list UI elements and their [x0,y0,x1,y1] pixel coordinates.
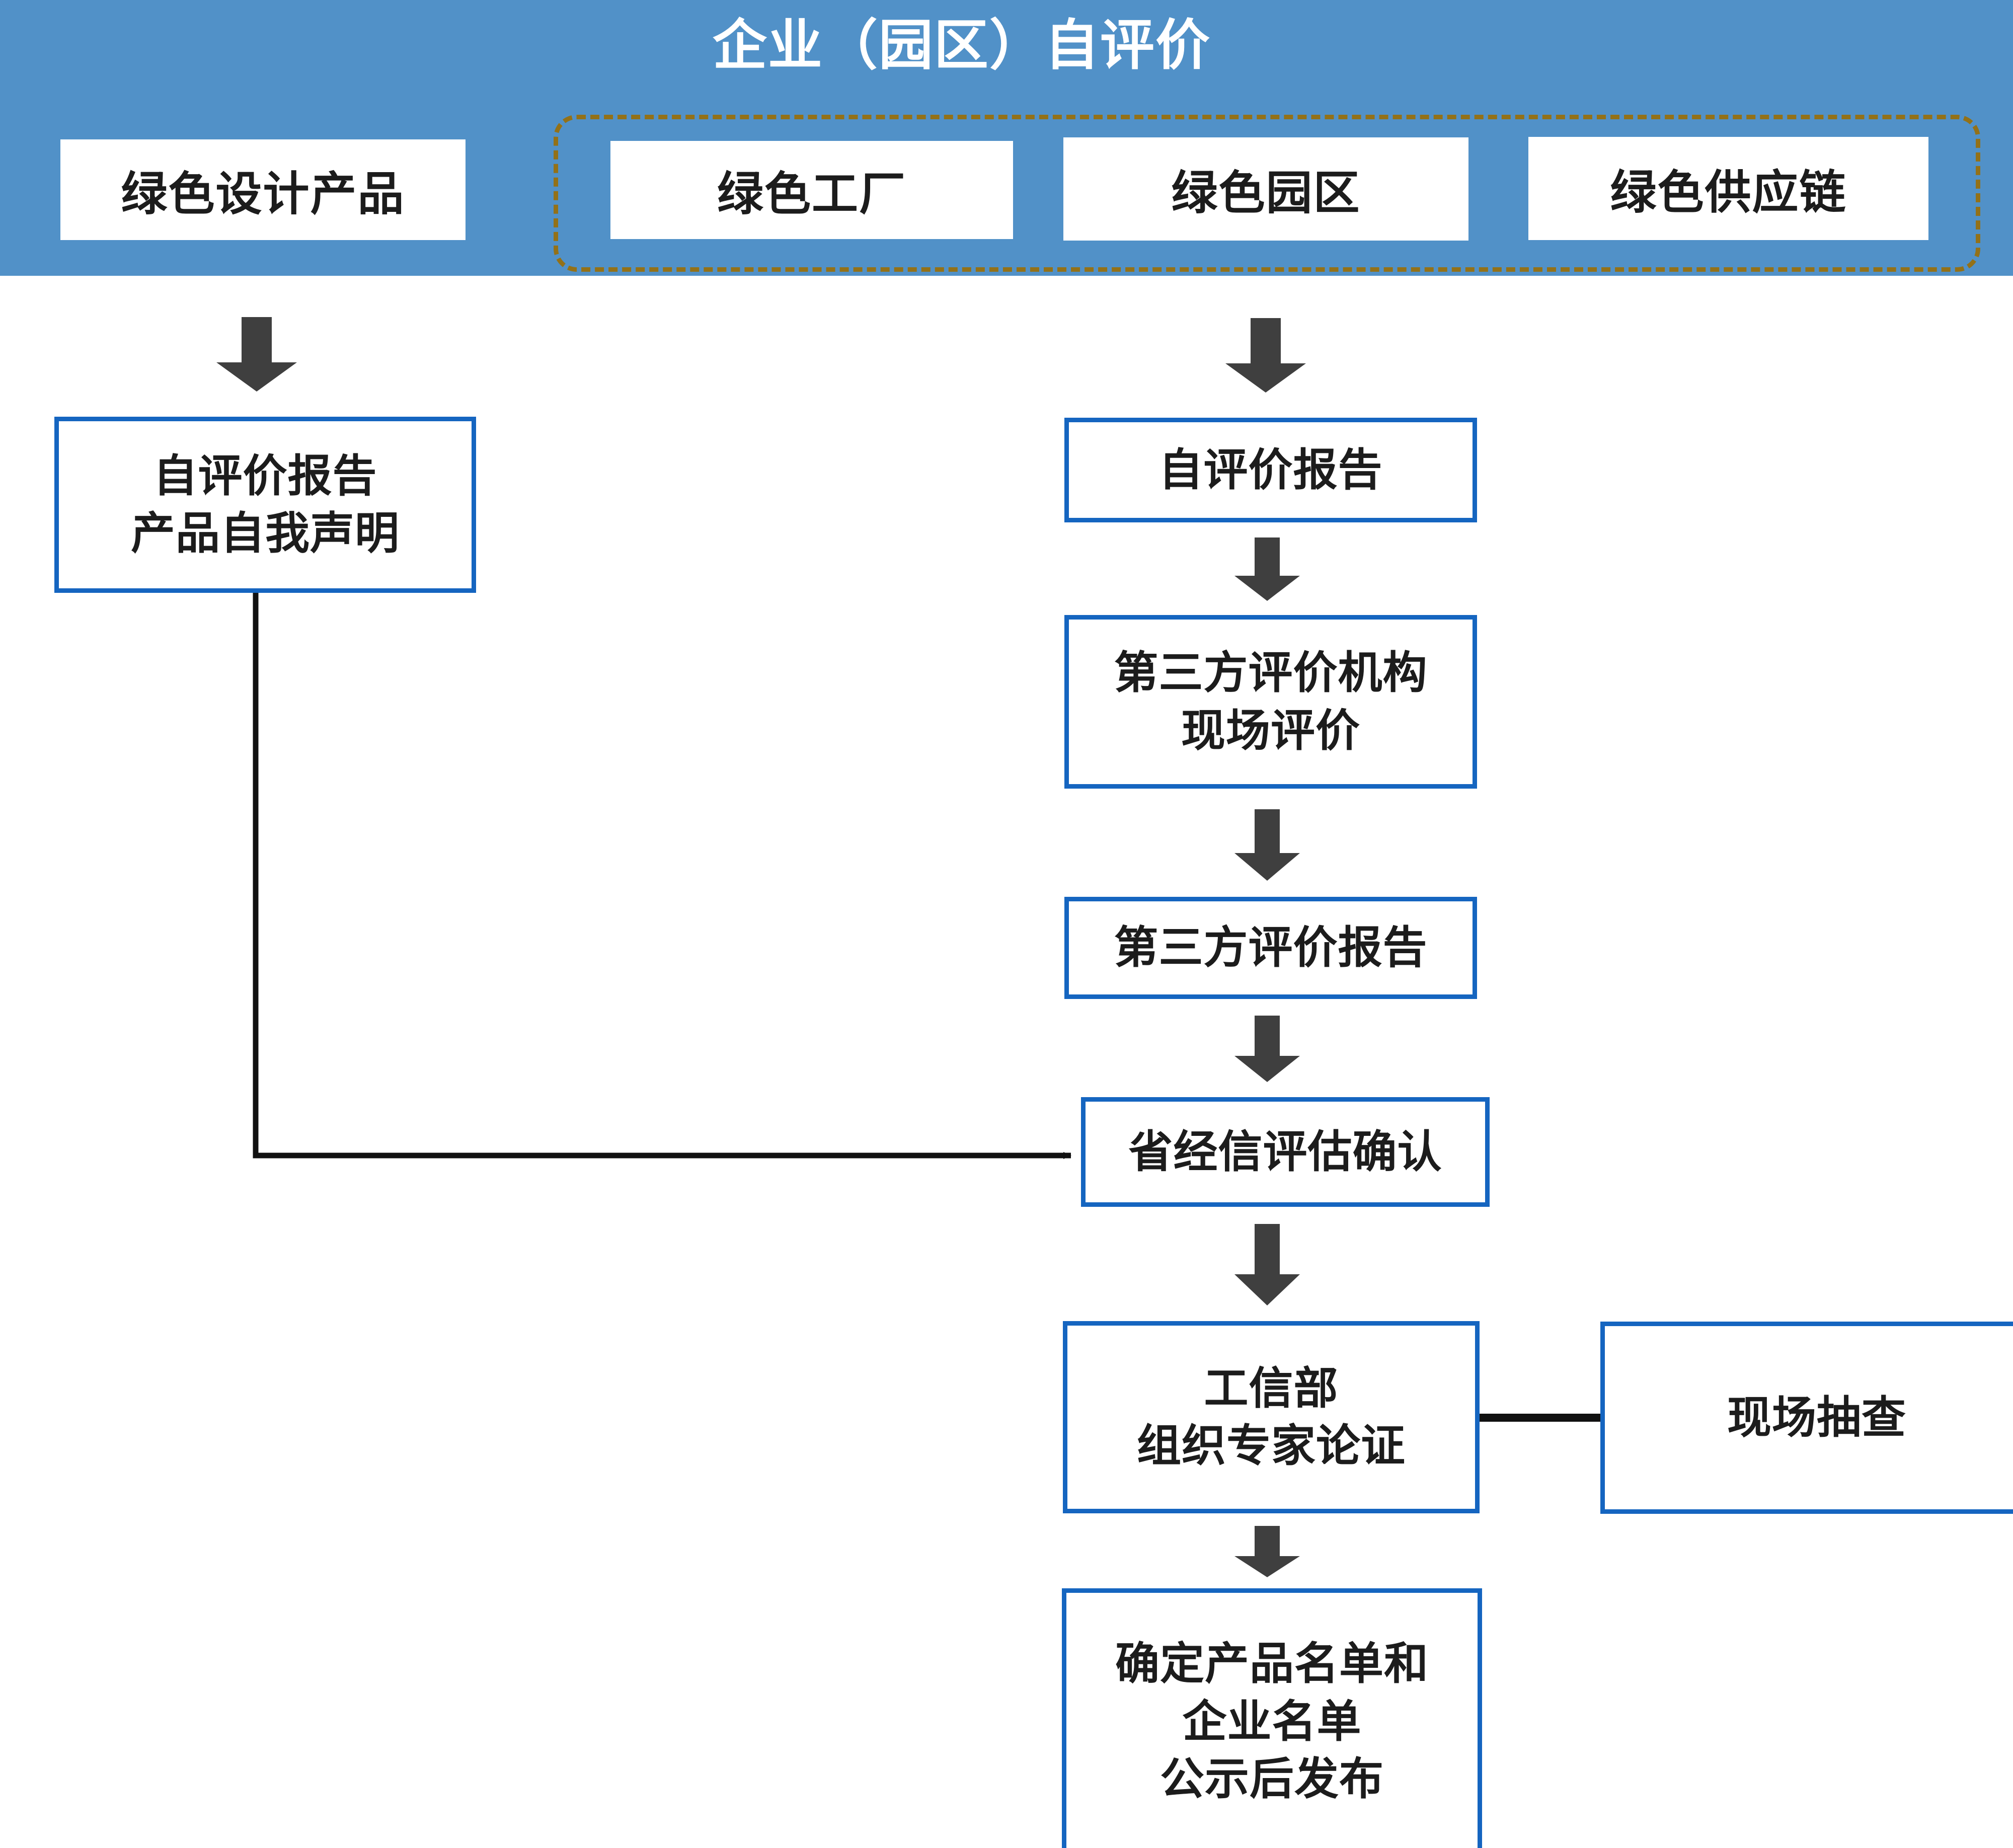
category-label-green-park: 绿色园区 [1171,168,1361,219]
flow-box-self-report-product-line-2: 产品自我声明 [130,508,400,558]
flow-box-third-party-onsite-line-1: 第三方评价机构 [1114,648,1428,698]
page-title: 企业（园区）自评价 [0,14,2013,76]
category-card-green-supply[interactable]: 绿色供应链 [1528,137,1928,240]
flow-box-third-party-report[interactable]: 第三方评价报告 [1064,897,1477,999]
flow-box-final-publish-line-3: 公示后发布 [1159,1754,1384,1804]
arrow-green-park-to-self-report [1225,318,1306,393]
arrow-green-design-to-self-report-product [216,317,297,392]
flow-box-final-publish-line-1: 确定产品名单和 [1115,1639,1429,1689]
connector-self-report-product-to-prov-confirm [253,592,1071,1159]
arrow-miit-experts-to-final-publish [1234,1526,1300,1577]
page-title-text: 企业（园区）自评价 [712,15,1211,75]
category-label-green-factory: 绿色工厂 [717,169,906,220]
flow-box-prov-confirm-line-1: 省经信评估确认 [1128,1126,1442,1177]
flow-box-miit-experts-line-2: 组织专家论证 [1136,1421,1406,1471]
arrow-self-report-to-third-party-onsite [1234,537,1300,601]
category-label-green-supply: 绿色供应链 [1610,167,1847,218]
flow-box-third-party-onsite[interactable]: 第三方评价机构 现场评价 [1064,615,1477,789]
category-label-green-design: 绿色设计产品 [121,168,405,220]
flow-box-miit-experts[interactable]: 工信部 组织专家论证 [1063,1321,1480,1513]
flow-box-self-report-product[interactable]: 自评价报告 产品自我声明 [54,417,476,593]
flow-box-self-report-product-line-1: 自评价报告 [153,450,377,501]
category-card-green-factory[interactable]: 绿色工厂 [610,141,1013,239]
category-card-green-design[interactable]: 绿色设计产品 [60,139,466,240]
flow-box-self-report[interactable]: 自评价报告 [1064,418,1477,522]
flow-box-third-party-report-line-1: 第三方评价报告 [1114,922,1428,973]
flow-box-miit-experts-line-1: 工信部 [1204,1363,1339,1413]
dashed-group-outline [554,115,1980,272]
category-card-green-park[interactable]: 绿色园区 [1063,137,1468,241]
arrow-third-party-report-to-prov-confirm [1234,1016,1300,1082]
flow-box-self-report-line-1: 自评价报告 [1158,444,1383,495]
arrow-prov-confirm-to-miit-experts [1234,1224,1300,1305]
flow-box-final-publish[interactable]: 确定产品名单和 企业名单 公示后发布 [1062,1588,1482,1848]
flow-box-onsite-spotcheck[interactable]: 现场抽查 [1600,1322,2013,1514]
flow-box-third-party-onsite-line-2: 现场评价 [1181,705,1360,755]
flow-box-onsite-spotcheck-line-1: 现场抽查 [1727,1392,1906,1442]
arrow-third-party-onsite-to-third-party-report [1234,809,1300,881]
flow-box-final-publish-line-2: 企业名单 [1182,1696,1362,1746]
flow-box-prov-confirm[interactable]: 省经信评估确认 [1081,1097,1490,1207]
